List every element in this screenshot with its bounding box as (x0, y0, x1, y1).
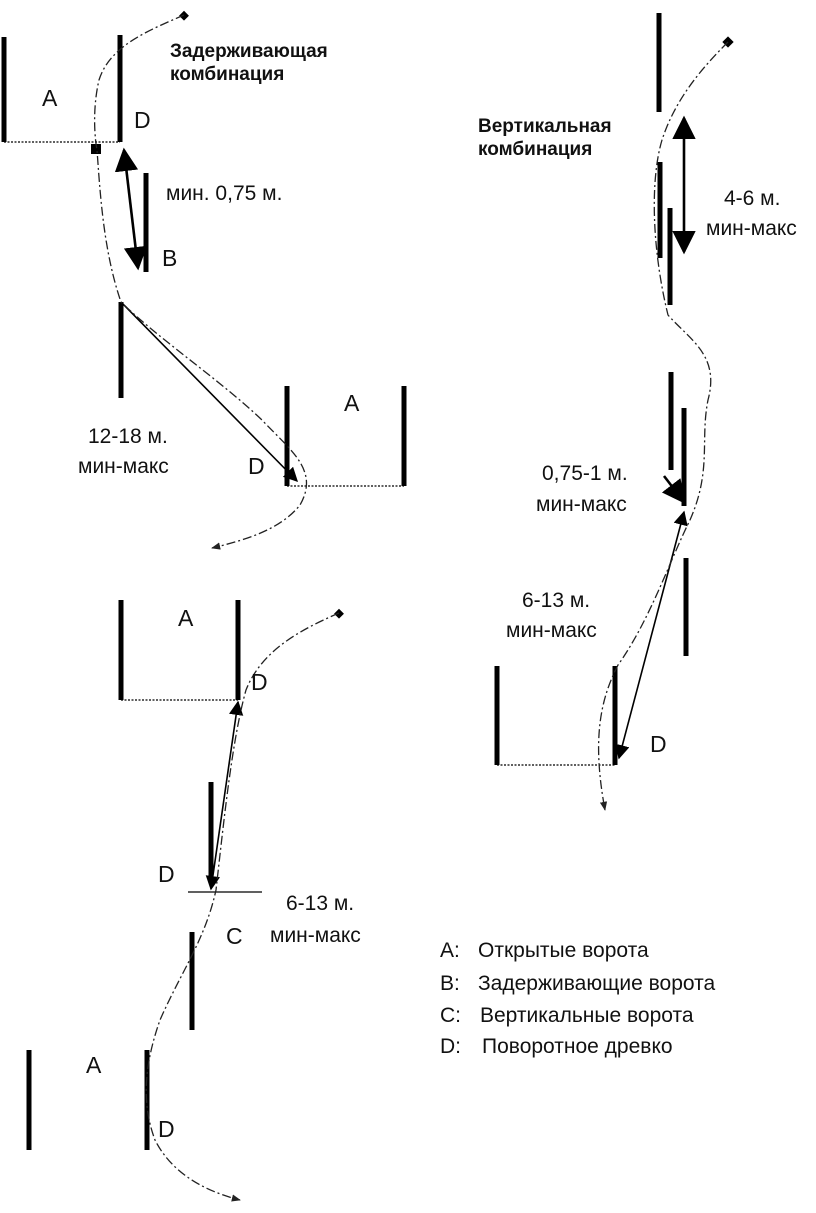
vertical-combination: Вертикальная комбинация 4-6 м. мин-макс … (478, 13, 797, 811)
gate-letter: A (42, 85, 58, 111)
legend-key: D: (440, 1035, 461, 1058)
course-path (597, 41, 729, 811)
delay-combination: Задерживающая комбинация A D мин. 0,75 м… (1, 10, 407, 550)
measure-label: 12-18 м. (88, 425, 168, 448)
legend-text: Задерживающие ворота (478, 972, 716, 995)
measure-arrow (114, 147, 148, 271)
legend-key: A: (440, 939, 460, 962)
legend: A: Открытые ворота B: Задерживающие воро… (440, 939, 716, 1058)
legend-text: Поворотное древко (482, 1035, 673, 1058)
measure-label: мин-макс (706, 217, 797, 240)
measure-arrow (120, 301, 299, 483)
gate-letter: C (226, 923, 243, 949)
measure-label: мин. 0,75 м. (166, 182, 282, 205)
gate-letter: D (650, 731, 667, 757)
gate-letter: A (344, 390, 360, 416)
legend-key: B: (440, 972, 460, 995)
measure-label: 0,75-1 м. (542, 462, 628, 485)
measure-arrow (615, 510, 688, 760)
gate-letter: D (134, 107, 151, 133)
combo-title: комбинация (170, 64, 284, 85)
course-path (93, 14, 307, 550)
measure-arrow (661, 475, 686, 504)
measure-label: мин-макс (78, 455, 169, 478)
measure-label: мин-макс (536, 493, 627, 516)
gate-letter: A (178, 605, 194, 631)
combo-title: Задерживающая (170, 41, 328, 62)
measure-label: мин-макс (506, 619, 597, 642)
measure-label: мин-макс (270, 924, 361, 947)
measure-label: 6-13 м. (286, 892, 354, 915)
gate-letter: D (158, 1116, 175, 1142)
legend-key: C: (440, 1004, 461, 1027)
measure-label: 6-13 м. (522, 589, 590, 612)
start-marker (91, 144, 101, 154)
measure-label: 4-6 м. (724, 187, 780, 210)
combo-title: комбинация (478, 139, 592, 160)
legend-text: Вертикальные ворота (480, 1004, 694, 1027)
combo-title: Вертикальная (478, 116, 612, 137)
legend-text: Открытые ворота (478, 939, 649, 962)
gate-letter: B (162, 245, 177, 271)
bottom-sequence: A D D C 6-13 м. мин-макс A D (26, 600, 361, 1202)
gate-letter: A (86, 1052, 102, 1078)
gate-letter: D (158, 861, 175, 887)
gate-letter: D (248, 453, 265, 479)
measure-arrow (205, 700, 244, 891)
course-path (145, 612, 340, 1202)
gate-letter: D (251, 669, 268, 695)
